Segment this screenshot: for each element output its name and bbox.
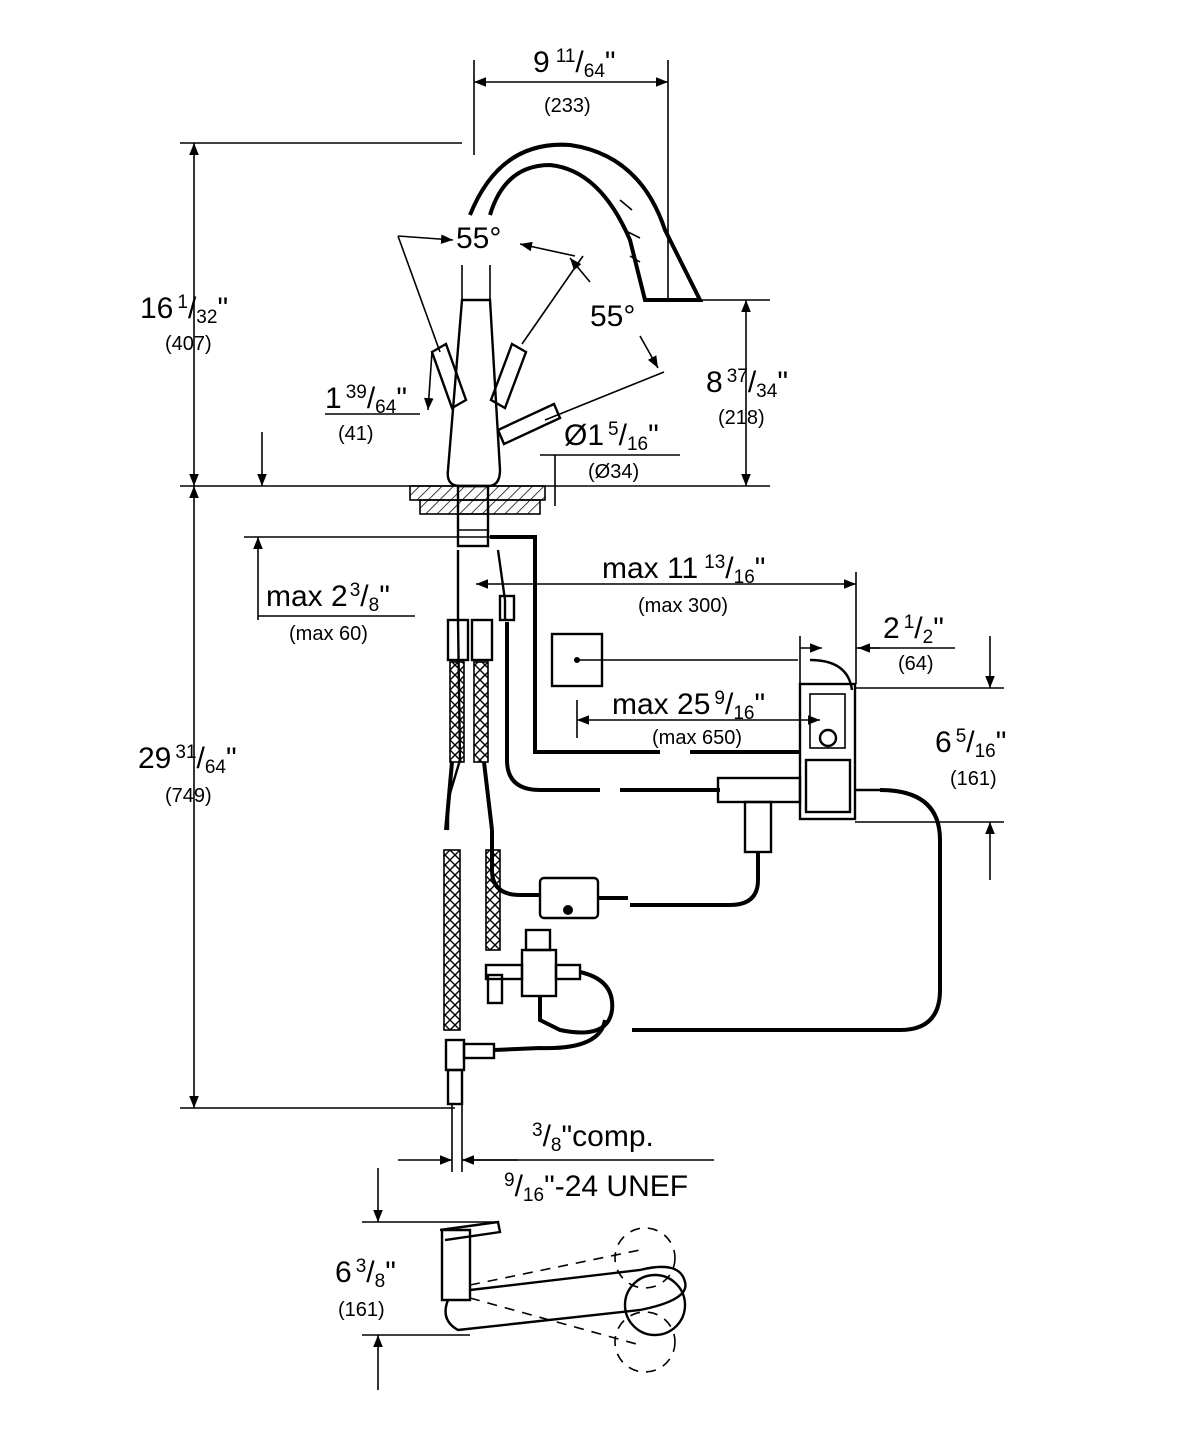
- svg-text:3/8"comp.: 3/8"comp.: [532, 1120, 654, 1156]
- sensor-window: [550, 632, 798, 688]
- svg-text:(233): (233): [544, 95, 591, 117]
- mains-adapter: [538, 876, 600, 920]
- svg-text:63/8": 63/8": [335, 1256, 396, 1292]
- svg-text:161/32": 161/32": [140, 292, 228, 328]
- supply-hoses: [443, 535, 800, 1031]
- svg-text:Ø15/16": Ø15/16": [564, 419, 659, 455]
- svg-text:(161): (161): [950, 768, 997, 790]
- svg-text:(Ø34): (Ø34): [588, 461, 639, 483]
- svg-text:max 259/16": max 259/16": [612, 688, 765, 724]
- svg-text:(max 650): (max 650): [652, 727, 742, 749]
- svg-text:9/16"-24 UNEF: 9/16"-24 UNEF: [504, 1170, 688, 1206]
- connection-thread: 9/16"-24 UNEF: [504, 1170, 688, 1206]
- svg-text:55°: 55°: [456, 222, 501, 255]
- lever-left: [430, 342, 468, 410]
- svg-text:(407): (407): [165, 333, 212, 355]
- svg-text:max 23/8": max 23/8": [266, 580, 390, 616]
- svg-text:55°: 55°: [590, 300, 635, 333]
- svg-text:65/16": 65/16": [935, 726, 1006, 762]
- svg-text:(max 300): (max 300): [638, 595, 728, 617]
- lever-center: [489, 342, 528, 410]
- svg-text:(64): (64): [898, 653, 934, 675]
- svg-text:(max 60): (max 60): [289, 623, 368, 645]
- faucet-side-view: [439, 1220, 687, 1373]
- solenoid-valve: [630, 776, 802, 907]
- svg-text:837/34": 837/34": [706, 366, 788, 402]
- lever-right: [496, 402, 562, 446]
- connection-comp: 3/8"comp.: [532, 1120, 654, 1156]
- angle-labels: 55° 55°: [456, 222, 635, 333]
- svg-text:(218): (218): [718, 407, 765, 429]
- svg-text:(749): (749): [165, 785, 212, 807]
- svg-text:21/2": 21/2": [883, 612, 944, 648]
- control-box: [798, 658, 857, 821]
- svg-text:(41): (41): [338, 423, 374, 445]
- svg-text:139/64": 139/64": [325, 382, 407, 418]
- svg-text:911/64": 911/64": [533, 46, 616, 82]
- thermostat-tee: [484, 928, 615, 1035]
- svg-text:(161): (161): [338, 1299, 385, 1321]
- cold-tee: [444, 1019, 607, 1172]
